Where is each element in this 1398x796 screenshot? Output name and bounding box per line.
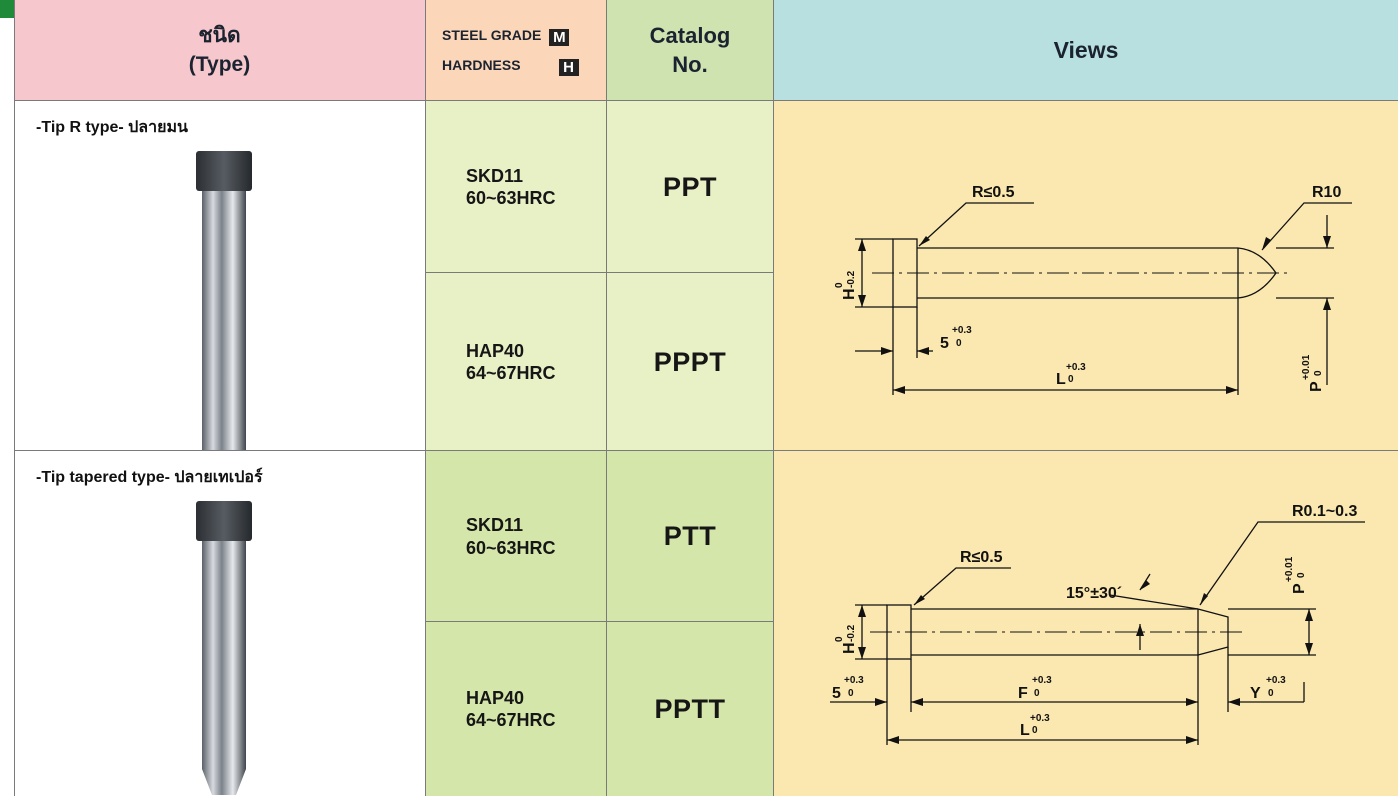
row1-type-label: -Tip R type- ปลายมน — [36, 119, 188, 136]
r1-r-tip: R10 — [1312, 184, 1341, 201]
r2-head-tol-bottom: 0 — [848, 688, 854, 699]
r1-head-tol-bottom: 0 — [956, 338, 962, 349]
row1-catalog2: PPPT — [653, 346, 727, 377]
r2-f-tol-bottom: 0 — [1034, 688, 1040, 699]
row2-catalog2-cell: PPTT — [607, 622, 774, 796]
row2-type-cell: -Tip tapered type- ปลายเทเปอร์ — [14, 451, 426, 796]
row1-catalog1: PPT — [662, 171, 717, 202]
row2-grade2-cell: HAP40 64~67HRC — [426, 622, 607, 796]
r2-head-tol-top: +0.3 — [844, 675, 864, 686]
row2-catalog1-cell: PTT — [607, 451, 774, 622]
row2-material2: HAP40 — [466, 687, 525, 708]
r2-h-tol-bottom: -0.2 — [846, 624, 857, 642]
r2-y-tol-bottom: 0 — [1268, 688, 1274, 699]
header-views-cell: Views — [774, 0, 1398, 101]
r1-l-label: L — [1056, 371, 1066, 388]
row1-grade1-cell: SKD11 60~63HRC — [426, 101, 607, 273]
hardness-badge: H — [558, 58, 579, 76]
r2-h-label: H — [841, 642, 858, 654]
row2-catalog2: PPTT — [654, 693, 726, 724]
r2-angle: 15°±30´ — [1066, 585, 1122, 602]
grid-line-left — [14, 0, 15, 796]
row2-type-label: -Tip tapered type- ปลายเทเปอร์ — [36, 469, 263, 486]
row2-material1: SKD11 — [466, 515, 524, 535]
row1-views-cell: R≤0.5 R10 H 0 -0.2 5 +0.3 0 L +0.3 0 P +… — [774, 101, 1398, 451]
tip-tapered-drawing: R≤0.5 R0.1~0.3 15°±30´ H 0 -0.2 5 +0.3 0… — [830, 503, 1365, 745]
r1-h-label: H — [841, 288, 858, 300]
row2-catalog1: PTT — [663, 521, 717, 551]
row1-catalog2-cell: PPPT — [607, 273, 774, 451]
r2-p-tol-bottom: 0 — [1296, 572, 1307, 578]
r2-y-tol-top: +0.3 — [1266, 675, 1286, 686]
steel-grade-line: STEEL GRADE M — [442, 21, 606, 50]
row1-catalog1-cell: PPT — [607, 101, 774, 273]
left-accent-line — [0, 16, 14, 18]
header-type-en: (Type) — [188, 52, 251, 76]
left-accent-bar — [0, 0, 18, 16]
r2-y-label: Y — [1250, 685, 1261, 702]
r2-p-label: P — [1291, 583, 1308, 594]
r2-r-tip: R0.1~0.3 — [1292, 503, 1357, 520]
pin-photo-tapered — [196, 501, 252, 795]
r1-head-tol-top: +0.3 — [952, 325, 972, 336]
tip-r-drawing: R≤0.5 R10 H 0 -0.2 5 +0.3 0 L +0.3 0 P +… — [834, 184, 1352, 395]
r1-l-tol-top: +0.3 — [1066, 362, 1086, 373]
r2-l-label: L — [1020, 722, 1030, 739]
pin-photo-r — [196, 151, 252, 533]
row1-material2: HAP40 — [466, 340, 525, 361]
r2-h-tol-top: 0 — [834, 636, 845, 642]
row1-hardness2: 64~67HRC — [466, 363, 556, 383]
r2-r-head: R≤0.5 — [960, 549, 1003, 566]
hardness-line: HARDNESS H — [442, 51, 606, 80]
r1-r-head: R≤0.5 — [972, 184, 1015, 201]
grid-line-row2-mid — [426, 621, 774, 622]
r2-f-tol-top: +0.3 — [1032, 675, 1052, 686]
row2-hardness2: 64~67HRC — [466, 710, 556, 730]
r1-h-tol-top: 0 — [834, 282, 845, 288]
hardness-label: HARDNESS — [442, 56, 521, 73]
row1-grade2-cell: HAP40 64~67HRC — [426, 273, 607, 451]
r2-p-tol-top: +0.01 — [1284, 556, 1295, 582]
r2-head-len: 5 — [832, 685, 841, 702]
row2-hardness1: 60~63HRC — [466, 537, 556, 558]
grid-line-row1-mid — [426, 272, 774, 273]
row1-hardness1: 60~63HRC — [466, 188, 556, 208]
r1-head-len: 5 — [940, 335, 949, 352]
r1-p-tol-top: +0.01 — [1301, 354, 1312, 380]
row1-type-cell: -Tip R type- ปลายมน — [14, 101, 426, 533]
steel-grade-badge: M — [549, 29, 570, 47]
header-type-cell: ชนิด (Type) — [14, 0, 426, 101]
r1-l-tol-bottom: 0 — [1068, 374, 1074, 385]
steel-grade-label: STEEL GRADE — [442, 27, 542, 44]
header-grade-cell: STEEL GRADE M HARDNESS H — [426, 0, 607, 101]
r2-l-tol-top: +0.3 — [1030, 713, 1050, 724]
r2-f-label: F — [1018, 685, 1028, 702]
row1-material1: SKD11 — [466, 165, 524, 186]
header-catalog-cell: Catalog No. — [607, 0, 774, 101]
r1-p-tol-bottom: 0 — [1313, 370, 1324, 376]
row2-grade1-cell: SKD11 60~63HRC — [426, 451, 607, 622]
grid-line-header-bottom — [14, 100, 1398, 101]
r2-l-tol-bottom: 0 — [1032, 725, 1038, 736]
grid-line-row-divider — [14, 450, 1398, 451]
header-catalog-line1: Catalog — [649, 22, 731, 48]
header-catalog-line2: No. — [672, 51, 708, 77]
header-views: Views — [1053, 37, 1119, 63]
header-type-th: ชนิด — [198, 24, 241, 48]
row2-views-cell: R≤0.5 R0.1~0.3 15°±30´ H 0 -0.2 5 +0.3 0… — [774, 451, 1398, 796]
r1-p-label: P — [1308, 381, 1325, 392]
r1-h-tol-bottom: -0.2 — [846, 270, 857, 288]
